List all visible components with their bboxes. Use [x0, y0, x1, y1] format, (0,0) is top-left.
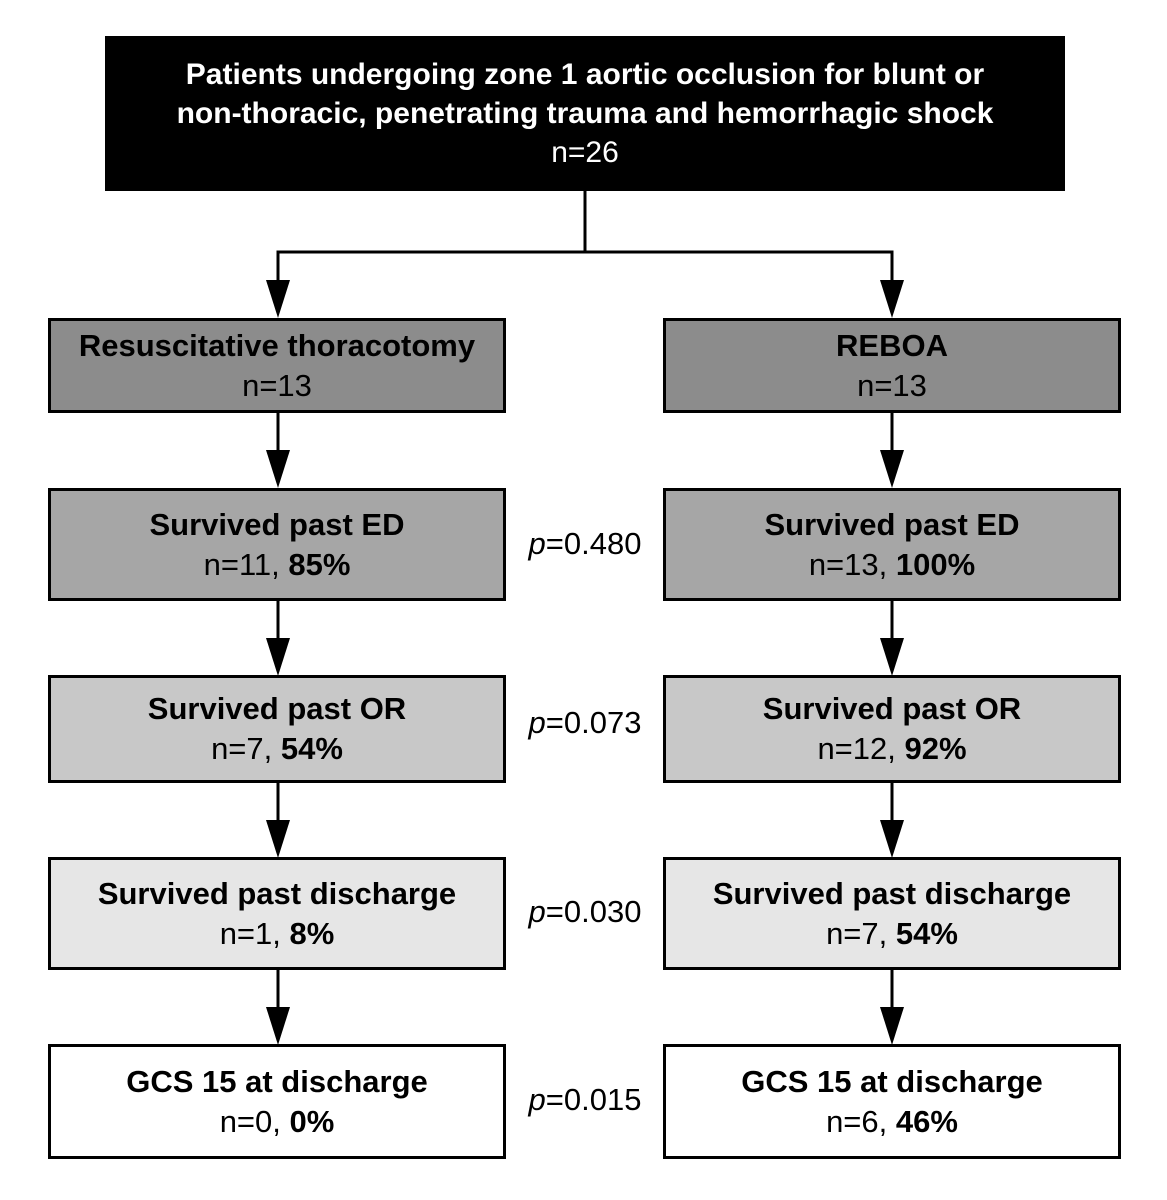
- left-arm-box: Resuscitative thoracotomy n=13: [48, 318, 506, 413]
- right-arm-n: n=13: [857, 367, 927, 403]
- left-discharge-n: n=1, 8%: [219, 915, 335, 951]
- pvalue-discharge: p=0.030: [528, 894, 642, 929]
- left-or-n: n=7, 54%: [211, 731, 343, 766]
- right-arm-box: REBOA n=13: [663, 318, 1121, 413]
- arrowhead: [880, 820, 904, 858]
- arrowhead: [880, 450, 904, 488]
- arrowhead: [266, 638, 290, 676]
- population-title-line2: non-thoracic, penetrating trauma and hem…: [176, 97, 994, 130]
- arrowhead: [266, 450, 290, 488]
- right-gcs-box: GCS 15 at discharge n=6, 46%: [663, 1044, 1121, 1159]
- left-discharge-box: Survived past discharge n=1, 8%: [48, 857, 506, 970]
- right-arm-title: REBOA: [836, 327, 948, 363]
- population-title-line1: Patients undergoing zone 1 aortic occlus…: [185, 58, 985, 91]
- arrowhead: [266, 280, 290, 318]
- population-box: Patients undergoing zone 1 aortic occlus…: [105, 36, 1065, 191]
- right-gcs-n: n=6, 46%: [826, 1103, 958, 1139]
- pvalue-or: p=0.073: [528, 705, 642, 740]
- right-or-box: Survived past OR n=12, 92%: [663, 675, 1121, 783]
- right-ed-title: Survived past ED: [764, 506, 1020, 542]
- left-gcs-n: n=0, 0%: [219, 1103, 335, 1139]
- right-ed-pct: 100%: [895, 546, 976, 582]
- left-or-title: Survived past OR: [147, 691, 407, 726]
- arrowhead: [266, 1007, 290, 1045]
- left-ed-title: Survived past ED: [149, 506, 405, 542]
- arrowhead: [880, 280, 904, 318]
- split-connector-right: [585, 250, 894, 282]
- pvalue-gcs: p=0.015: [528, 1082, 642, 1117]
- pvalue-ed: p=0.480: [528, 526, 642, 561]
- right-discharge-box: Survived past discharge n=7, 54%: [663, 857, 1121, 970]
- left-ed-pct: 85%: [288, 546, 351, 582]
- left-ed-n: n=11, 85%: [203, 546, 351, 582]
- right-or-title: Survived past OR: [762, 691, 1022, 726]
- right-discharge-n: n=7, 54%: [826, 915, 958, 951]
- left-discharge-pct: 8%: [289, 915, 335, 951]
- right-discharge-pct: 54%: [895, 915, 958, 951]
- right-ed-n: n=13, 100%: [808, 546, 976, 582]
- left-gcs-box: GCS 15 at discharge n=0, 0%: [48, 1044, 506, 1159]
- left-or-box: Survived past OR n=7, 54%: [48, 675, 506, 783]
- left-or-pct: 54%: [280, 731, 343, 766]
- arrowhead: [880, 1007, 904, 1045]
- right-gcs-title: GCS 15 at discharge: [741, 1063, 1043, 1099]
- left-arm-title: Resuscitative thoracotomy: [78, 327, 476, 363]
- left-gcs-title: GCS 15 at discharge: [126, 1063, 428, 1099]
- left-arm-n: n=13: [242, 367, 312, 403]
- right-gcs-pct: 46%: [895, 1103, 958, 1139]
- arrowhead: [880, 638, 904, 676]
- population-n: n=26: [551, 136, 619, 169]
- left-ed-box: Survived past ED n=11, 85%: [48, 488, 506, 601]
- right-discharge-title: Survived past discharge: [712, 875, 1072, 911]
- arrowhead: [266, 820, 290, 858]
- left-discharge-title: Survived past discharge: [97, 875, 457, 911]
- right-or-n: n=12, 92%: [817, 731, 967, 766]
- left-gcs-pct: 0%: [289, 1103, 335, 1139]
- right-or-pct: 92%: [904, 731, 967, 766]
- right-ed-box: Survived past ED n=13, 100%: [663, 488, 1121, 601]
- split-connector: [276, 191, 587, 282]
